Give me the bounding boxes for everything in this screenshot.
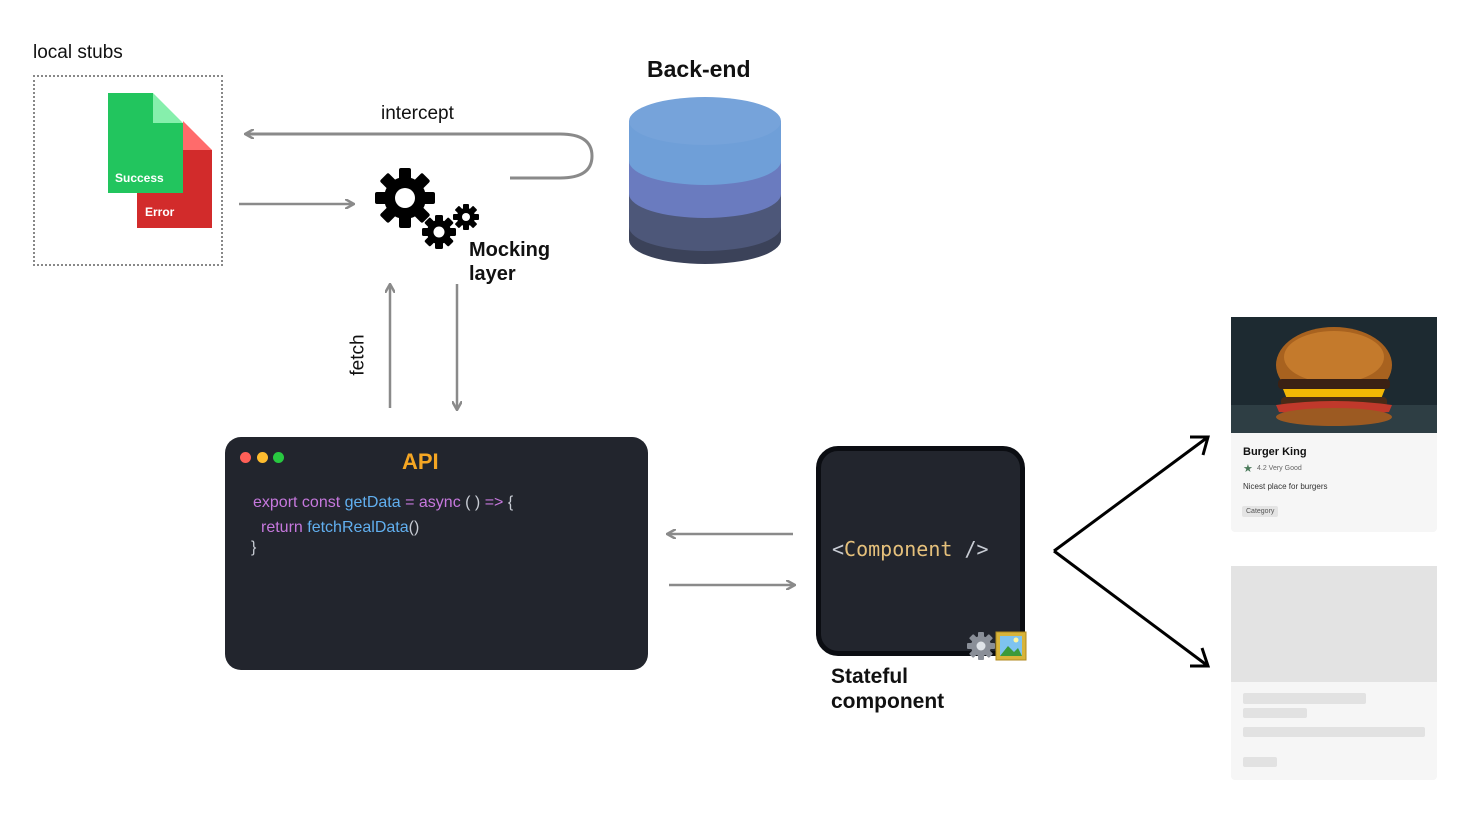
local-stubs-label: local stubs	[33, 42, 123, 63]
code-keyword: = async	[400, 494, 461, 511]
intercept-label: intercept	[381, 103, 454, 124]
code-line-2: return fetchRealData()	[261, 519, 419, 537]
component-name: Component	[844, 537, 953, 561]
gear-icon	[967, 632, 995, 660]
star-icon: ★	[1243, 463, 1253, 475]
skeleton-line	[1243, 757, 1277, 767]
burger-picture	[1231, 317, 1437, 433]
card-rating: 4.2 Very Good	[1257, 465, 1302, 472]
branch-arrows	[1053, 435, 1211, 668]
code-punct: {	[503, 494, 514, 511]
backend-title: Back-end	[647, 56, 751, 82]
code-punct: ()	[408, 519, 420, 536]
stateful-label-line-1: Stateful	[831, 665, 909, 688]
code-keyword: export const	[253, 494, 345, 511]
tag-close: />	[952, 537, 989, 561]
api-title: API	[402, 449, 439, 474]
category-chip: Category	[1242, 506, 1279, 517]
skeleton-line	[1243, 727, 1425, 737]
api-code-window	[225, 437, 648, 670]
local-stubs-container	[33, 75, 223, 266]
skeleton-line	[1243, 693, 1366, 704]
window-close-dot	[240, 452, 251, 463]
stateful-label-line-2: component	[831, 690, 945, 713]
code-function-name: getData	[344, 494, 401, 511]
code-function-name: fetchRealData	[307, 519, 409, 536]
component-tag: <Component />	[832, 537, 989, 561]
code-arrow: =>	[484, 494, 504, 511]
component-box	[816, 446, 1025, 656]
window-maximize-dot	[273, 452, 284, 463]
window-minimize-dot	[257, 452, 268, 463]
success-file-label: Success	[115, 171, 164, 185]
mocking-layer-label: Mocking layer	[469, 239, 551, 285]
database-icon	[629, 97, 781, 264]
card-description: Nicest place for burgers	[1243, 482, 1328, 491]
intercept-arrow	[246, 134, 594, 180]
gears-icon	[375, 168, 479, 249]
success-file-fold	[153, 93, 183, 123]
error-file-fold	[182, 120, 212, 150]
burger-image	[1231, 317, 1437, 433]
error-file-label: Error	[145, 205, 175, 219]
code-punct: ( )	[460, 494, 485, 511]
skeleton-line	[1243, 708, 1307, 718]
code-keyword: return	[261, 519, 308, 536]
card-title: Burger King	[1243, 446, 1307, 458]
tag-open: <	[832, 537, 845, 561]
picture-icon	[995, 631, 1027, 661]
code-line-3: }	[251, 539, 257, 556]
skeleton-image	[1231, 566, 1437, 682]
code-line-1: export const getData = async ( ) => {	[253, 494, 513, 512]
